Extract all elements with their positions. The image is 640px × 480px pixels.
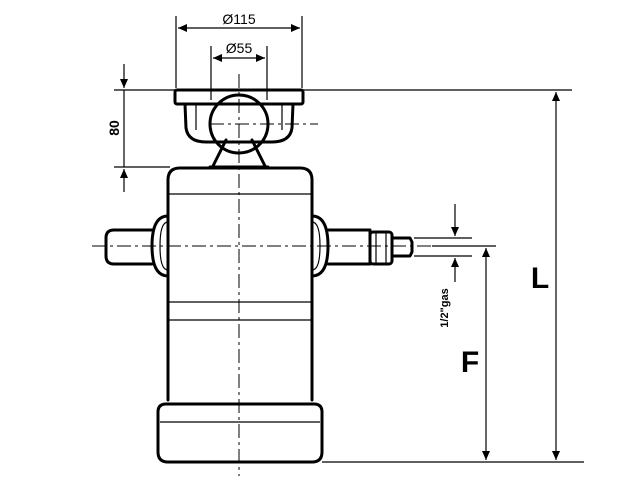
dimension-port-height: F [432,245,496,460]
inner-diameter-label: Ø55 [226,40,253,56]
center-lines [92,74,432,476]
dimension-inner-diameter: Ø55 [210,40,268,100]
cylinder-body [166,166,314,402]
head-height-label: 80 [106,120,122,136]
outer-diameter-label: Ø115 [222,11,255,27]
length-label: L [531,262,549,295]
cylinder-base [156,402,324,464]
dimension-outer-diameter: Ø115 [175,11,303,88]
port-height-label: F [461,346,479,379]
dimension-port: 1/2"gas [414,204,472,328]
oil-port-fitting [368,230,414,266]
dimension-length: L [303,89,584,463]
port-label: 1/2"gas [439,288,451,327]
dimension-head-height: 80 [106,64,175,192]
